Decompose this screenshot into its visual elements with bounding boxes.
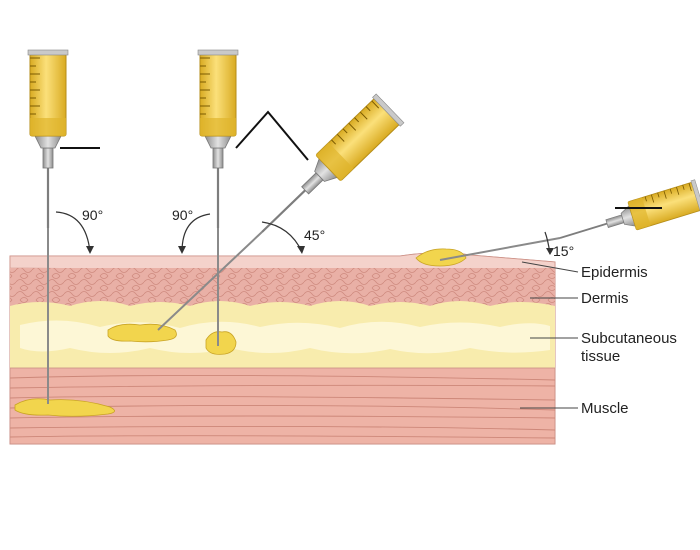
leader-epidermis bbox=[521, 261, 579, 273]
subcutaneous-deposit-angled bbox=[107, 323, 177, 343]
subcutaneous-deposit-vertical bbox=[205, 331, 237, 355]
layer-leader-lines bbox=[520, 261, 579, 409]
pointer-lines bbox=[60, 110, 662, 209]
angle-label-sc90: 90° bbox=[172, 207, 193, 223]
label-subcutaneous-line1: Subcutaneous bbox=[581, 330, 677, 347]
syringe-subcutaneous-90 bbox=[196, 48, 240, 230]
label-dermis: Dermis bbox=[581, 290, 629, 307]
syringe-intramuscular bbox=[26, 48, 70, 230]
label-subcutaneous-line2: tissue bbox=[581, 348, 620, 365]
angle-label-sc45: 45° bbox=[304, 227, 325, 243]
muscle-fibers bbox=[9, 374, 556, 439]
label-muscle: Muscle bbox=[581, 400, 629, 417]
tissue-block bbox=[9, 252, 556, 445]
label-epidermis: Epidermis bbox=[581, 264, 648, 281]
intradermal-bleb bbox=[415, 248, 467, 267]
id-needle-shaft bbox=[439, 237, 561, 261]
angle-label-im: 90° bbox=[82, 207, 103, 223]
sc45-needle-shaft bbox=[157, 231, 263, 331]
needle-shafts bbox=[47, 228, 561, 404]
arc-id-15-head bbox=[546, 248, 554, 255]
arc-sc-90-head bbox=[178, 246, 186, 254]
arc-im-90-head bbox=[86, 246, 94, 254]
arc-sc-45-head bbox=[297, 246, 305, 254]
angle-arcs bbox=[55, 211, 554, 255]
syringe-intradermal bbox=[554, 178, 700, 255]
pointer-line-middle bbox=[235, 110, 309, 161]
angle-label-id: 15° bbox=[553, 243, 574, 259]
